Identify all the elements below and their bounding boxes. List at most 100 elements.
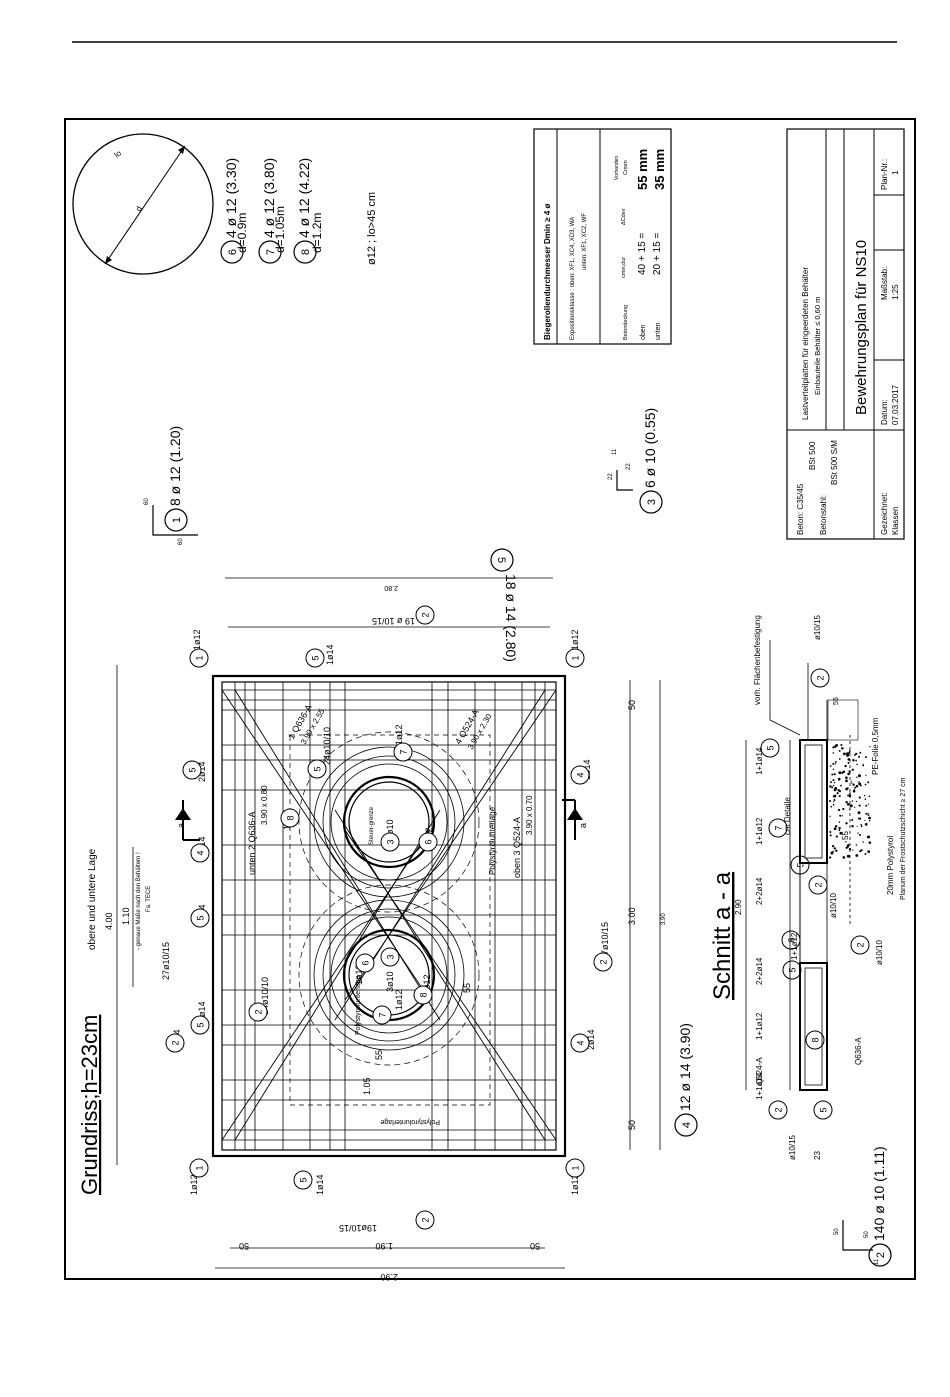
gravel-dot (842, 856, 846, 859)
svg-text:1ø12: 1ø12 (422, 974, 432, 995)
gravel-dot (833, 782, 836, 784)
position-bubble (805, 1030, 825, 1050)
gravel-dot (851, 782, 853, 784)
svg-text:2ø14: 2ø14 (197, 1001, 207, 1022)
svg-text:Steuer-grenze: Steuer-grenze (369, 806, 375, 845)
svg-text:3.90: 3.90 (661, 913, 667, 925)
gravel-dot (844, 764, 847, 768)
svg-text:cm Detaile: cm Detaile (783, 797, 792, 835)
position-number: 1 (195, 655, 205, 660)
tb-datum: 07.03.2017 (891, 384, 900, 425)
position-number: 2 (599, 959, 609, 964)
svg-text:2.90: 2.90 (380, 1272, 398, 1282)
svg-text:55: 55 (462, 983, 472, 993)
svg-text:2ø14: 2ø14 (586, 1029, 596, 1050)
tb-betonstahl: BSt 500 S/M (830, 440, 839, 485)
gravel-dot (865, 812, 868, 815)
gravel-dot (846, 854, 850, 858)
position-bubble (248, 1002, 268, 1022)
tank-opening-upper (298, 731, 480, 913)
gravel-dot (842, 807, 845, 811)
position-bubble (570, 765, 590, 785)
schedule-bubble (868, 1243, 892, 1267)
svg-text:1ø12: 1ø12 (570, 1174, 580, 1195)
gravel-dot (869, 745, 871, 748)
gravel-dot (829, 785, 832, 788)
gravel-dot (854, 786, 857, 789)
gravel-dot (832, 795, 835, 798)
gravel-dot (838, 826, 841, 830)
gravel-dot (864, 853, 867, 855)
svg-text:ø10/15: ø10/15 (813, 615, 822, 640)
gravel-dot (855, 800, 858, 803)
gravel-dot (832, 752, 835, 754)
bar-sketch-2 (842, 1220, 873, 1251)
gravel-dot (834, 825, 838, 828)
position-number: 2 (254, 1009, 264, 1014)
svg-text:11: 11 (612, 448, 618, 455)
svg-text:3.90 x 0.80: 3.90 x 0.80 (260, 785, 269, 825)
gravel-dot (833, 801, 835, 803)
position-bubble (380, 832, 400, 852)
grundriss-subtitle: obere und untere Lage (87, 848, 98, 950)
gravel-dot (858, 804, 861, 807)
schedule-bubble (639, 490, 663, 514)
position-number: 1 (195, 1165, 205, 1170)
gravel-dot (838, 790, 842, 793)
gravel-dot (858, 755, 861, 758)
position-number: 5 (313, 766, 323, 771)
svg-text:1ø12: 1ø12 (189, 1174, 199, 1195)
schedule-number: 5 (495, 557, 507, 563)
cover-exposition2: unten: XF1, XC2, WF (582, 213, 588, 270)
cover-row1-label: oben (640, 324, 647, 340)
gravel-dot (852, 789, 856, 793)
gravel-dot (856, 825, 858, 827)
svg-text:Polystyrolunterlage: Polystyrolunterlage (380, 1118, 440, 1125)
gravel-dot (852, 758, 855, 762)
gravel-dot (830, 851, 834, 855)
gravel-fill (828, 743, 872, 859)
schnitt-title: Schnitt a - a (709, 871, 736, 1000)
schedule-text: 4 ø 12 (4.22) (296, 158, 312, 238)
position-number: 5 (299, 1177, 309, 1182)
svg-text:Q524-A: Q524-A (755, 1057, 764, 1085)
position-bubble (593, 952, 613, 972)
schedule-bubble (674, 1113, 698, 1137)
gravel-dot (852, 783, 855, 786)
position-bubble (768, 1100, 788, 1120)
gravel-dot (838, 829, 841, 831)
gravel-dot (847, 758, 851, 761)
position-number: 2 (816, 675, 826, 680)
gravel-dot (845, 776, 848, 779)
gravel-dot (845, 787, 848, 791)
gravel-dot (833, 773, 836, 776)
svg-text:60: 60 (178, 538, 184, 545)
svg-text:19 ø 10/15: 19 ø 10/15 (372, 616, 415, 626)
svg-text:50: 50 (864, 1231, 870, 1238)
slab-inner-outline (221, 681, 557, 1151)
gravel-dot (847, 772, 850, 776)
svg-text:Schnitt a - a: Schnitt a - a (709, 871, 736, 1000)
svg-text:2.90: 2.90 (734, 899, 743, 915)
position-number: 8 (419, 992, 429, 997)
gravel-dot (853, 788, 856, 790)
tb-bst500: BSt 500 (808, 441, 817, 470)
gravel-dot (858, 796, 861, 799)
bend-lo-label: lo (113, 148, 124, 159)
section-labels: vorh. Flächenbefestigung ø10/15 ø10/15 ø… (734, 615, 907, 1160)
position-number: 5 (188, 767, 198, 772)
svg-text:23: 23 (813, 1151, 822, 1160)
svg-text:1ø12: 1ø12 (192, 629, 202, 650)
svg-text:24ø10/10: 24ø10/10 (260, 977, 270, 1015)
gravel-dot (860, 825, 863, 828)
svg-text:Planum der Frostschutzschicht: Planum der Frostschutzschicht ≥ 27 cm (900, 777, 907, 900)
gravel-dot (864, 819, 866, 821)
svg-text:1ø12: 1ø12 (394, 989, 404, 1010)
position-number: 4 (576, 1040, 586, 1045)
cover-row2-val: 35 mm (652, 149, 667, 190)
svg-text:oben 3 Q524-A: oben 3 Q524-A (512, 817, 522, 878)
cover-h-vorhanden: Vorhanden (614, 156, 620, 180)
position-bubble (380, 947, 400, 967)
